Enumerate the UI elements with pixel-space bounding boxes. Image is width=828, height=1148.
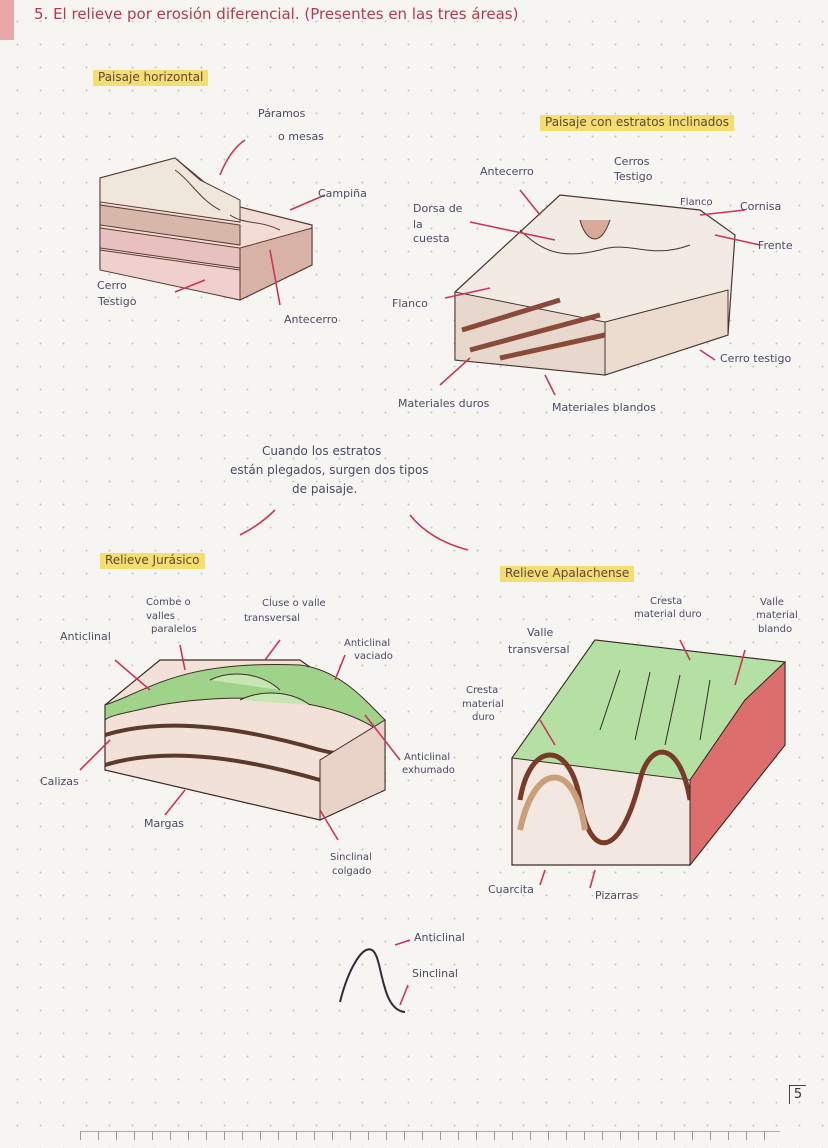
page-number: 5	[789, 1085, 806, 1104]
page-edge-ruler	[80, 1131, 780, 1140]
appalachian-relief-diagram	[511, 639, 787, 867]
heading-inclined-strata: Paisaje con estratos inclinados	[540, 115, 734, 131]
middle-text-line3: de paisaje.	[292, 482, 358, 496]
label-cornisa: Cornisa	[740, 200, 782, 213]
label-cerro: Cerro	[97, 279, 127, 292]
label-antecerro-inclined: Antecerro	[480, 165, 534, 178]
label-cerro-testigo: Cerro testigo	[720, 352, 792, 365]
horizontal-landscape-diagram	[99, 157, 313, 301]
label-anticlinal-vaciado-line1: Anticlinal	[344, 638, 391, 649]
label-cresta-duro-line2: material	[462, 699, 504, 710]
label-antecerro-horizontal: Antecerro	[284, 313, 338, 326]
label-combe-line2: valles	[146, 611, 175, 622]
label-valle-line2: material	[756, 610, 798, 621]
label-sinclinal-colgado-line2: colgado	[332, 866, 372, 877]
label-valle-line3: blando	[758, 624, 793, 635]
label-valle-transversal-line2: transversal	[508, 643, 570, 656]
label-cluse-line1: Cluse o valle	[262, 598, 326, 609]
label-mesas: o mesas	[278, 130, 324, 143]
heading-appalachian-relief: Relieve Apalachense	[500, 566, 635, 582]
fold-sketch	[339, 948, 406, 1013]
label-anticlinal-exhumado-line1: Anticlinal	[404, 752, 451, 763]
label-dorsa-line3: cuesta	[413, 232, 450, 245]
label-cresta-line1: Cresta	[650, 596, 683, 607]
label-cerros-testigo: Testigo	[614, 170, 653, 183]
heading-horizontal-landscape: Paisaje horizontal	[93, 70, 209, 86]
label-cluse-line2: transversal	[244, 613, 301, 624]
label-combe-line3: paralelos	[151, 624, 197, 635]
label-cresta-line2: material duro	[634, 609, 702, 620]
middle-text-line1: Cuando los estratos	[262, 444, 382, 458]
label-materiales-blandos: Materiales blandos	[552, 401, 656, 414]
label-materiales-duros: Materiales duros	[398, 397, 490, 410]
label-frente: Frente	[758, 239, 793, 252]
label-valle-transversal-line1: Valle	[527, 626, 554, 639]
label-testigo: Testigo	[98, 295, 137, 308]
inclined-strata-diagram	[454, 194, 736, 376]
label-combe-line1: Combe o	[146, 597, 191, 608]
heading-jurassic-relief: Relieve Jurásico	[100, 553, 205, 569]
label-cerros: Cerros	[614, 155, 650, 168]
label-fold-anticlinal: Anticlinal	[414, 931, 465, 944]
label-valle-line1: Valle	[760, 597, 784, 608]
label-dorsa-line2: la	[413, 218, 423, 231]
label-campina: Campiña	[318, 187, 367, 200]
page-title: 5. El relieve por erosión diferencial. (…	[34, 5, 519, 23]
label-cresta-duro-line3: duro	[472, 712, 495, 723]
label-margas: Margas	[144, 817, 185, 830]
label-calizas: Calizas	[40, 775, 79, 788]
label-anticlinal-vaciado-line2: vaciado	[354, 651, 393, 662]
label-sinclinal-colgado-line1: Sinclinal	[330, 852, 372, 863]
annotation-arrows	[79, 139, 761, 1006]
label-cuarcita: Cuarcita	[488, 883, 534, 896]
label-dorsa-line1: Dorsa de	[413, 202, 463, 215]
label-cresta-duro-line1: Cresta	[466, 685, 499, 696]
label-fold-sinclinal: Sinclinal	[412, 967, 458, 980]
jurassic-relief-diagram	[104, 659, 386, 821]
label-anticlinal: Anticlinal	[60, 630, 111, 643]
label-pizarras: Pizarras	[595, 889, 639, 902]
label-flanco: Flanco	[392, 297, 428, 310]
label-paramos: Páramos	[258, 107, 306, 120]
page-bookmark-tab	[0, 0, 14, 40]
label-anticlinal-exhumado-line2: exhumado	[402, 765, 455, 776]
label-flanco-top: Flanco	[680, 197, 713, 208]
middle-text-line2: están plegados, surgen dos tipos	[230, 463, 429, 477]
